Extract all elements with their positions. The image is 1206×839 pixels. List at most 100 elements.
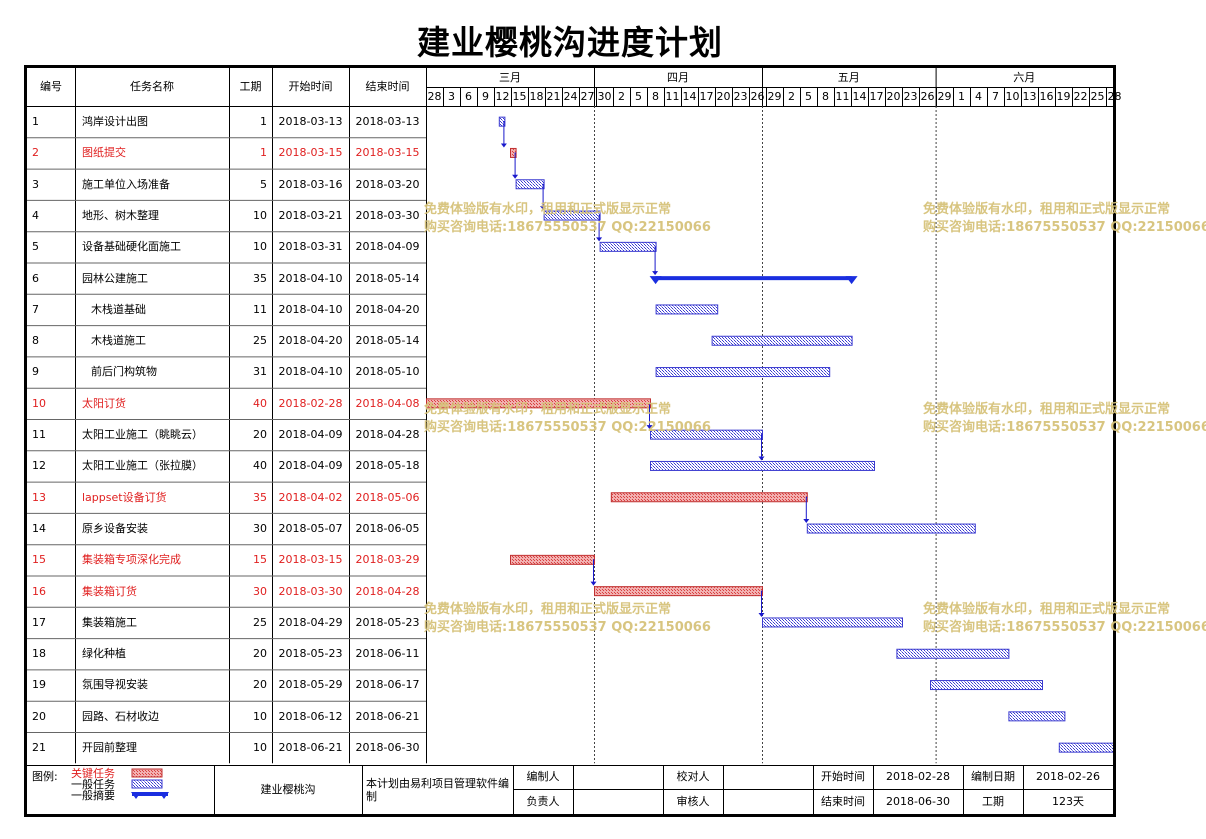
cell-start: 2018-06-12 <box>278 709 343 723</box>
cell-duration: 40 <box>253 396 267 410</box>
cell-end: 2018-05-14 <box>355 334 420 348</box>
watermark: 免费体验版有水印，租用和正式版显示正常 购买咨询电话:18675550537 Q… <box>923 601 1206 637</box>
day-tick-label: 20 <box>716 90 731 103</box>
task-bar <box>655 367 831 378</box>
cell-duration: 30 <box>253 584 267 598</box>
cell-name: 施工单位入场准备 <box>82 177 170 191</box>
day-tick-label: 4 <box>975 90 982 103</box>
cell-duration: 20 <box>253 647 267 661</box>
cell-duration: 10 <box>253 741 267 754</box>
cell-start: 2018-03-31 <box>278 240 343 254</box>
day-tick-label: 8 <box>822 90 829 103</box>
day-tick-label: 23 <box>733 90 748 103</box>
day-tick-label: 15 <box>512 90 527 103</box>
dependency-link <box>646 402 653 430</box>
dependency-link <box>500 121 507 148</box>
cell-end: 2018-06-30 <box>355 741 420 754</box>
month-label: 三月 <box>499 71 521 84</box>
watermark: 免费体验版有水印，租用和正式版显示正常 购买咨询电话:18675550537 Q… <box>923 401 1206 437</box>
checker-label: 校对人 <box>676 770 710 783</box>
watermark-line1: 免费体验版有水印，租用和正式版显示正常 <box>424 402 672 417</box>
month-label: 六月 <box>1013 71 1036 84</box>
task-bar <box>1058 742 1113 753</box>
month-label: 四月 <box>667 71 689 84</box>
legend-critical-label: 关键任务 <box>71 767 115 780</box>
day-tick-label: 17 <box>699 90 714 103</box>
legend-normal-swatch <box>131 779 163 789</box>
day-tick-label: 3 <box>448 90 455 103</box>
day-tick-label: 14 <box>852 90 867 103</box>
cell-id: 18 <box>32 647 46 661</box>
watermark: 免费体验版有水印，租用和正式版显示正常 购买咨询电话:18675550537 Q… <box>424 401 711 437</box>
cell-duration: 10 <box>253 208 267 222</box>
dependency-link <box>652 246 659 276</box>
watermark-line1: 免费体验版有水印，租用和正式版显示正常 <box>424 202 672 217</box>
day-tick-label: 24 <box>563 90 578 103</box>
cell-duration: 25 <box>253 334 267 348</box>
cell-name: 木栈道基础 <box>91 302 146 316</box>
day-tick-label: 2 <box>788 90 795 103</box>
watermark-line2: 购买咨询电话:18675550537 QQ:22150066 <box>424 620 711 635</box>
cell-id: 14 <box>32 521 46 535</box>
cell-name: 集装箱施工 <box>82 615 137 629</box>
cell-start: 2018-04-02 <box>278 490 343 504</box>
cell-end: 2018-03-15 <box>355 146 420 160</box>
duration-value: 123天 <box>1052 795 1084 808</box>
day-tick-label: 30 <box>597 90 612 103</box>
dependency-link <box>512 152 519 179</box>
cell-start: 2018-04-10 <box>278 302 343 316</box>
cell-start: 2018-03-15 <box>278 146 343 160</box>
day-tick-label: 16 <box>1039 90 1054 103</box>
cell-start: 2018-03-13 <box>278 115 343 128</box>
critical-task-bar <box>510 554 595 565</box>
day-tick-label: 19 <box>1056 90 1071 103</box>
day-tick-label: 5 <box>805 90 812 103</box>
cell-name: 鸿岸设计出图 <box>82 115 148 128</box>
column-header-end: 结束时间 <box>365 80 410 93</box>
day-tick-label: 5 <box>635 90 642 103</box>
cell-end: 2018-05-06 <box>355 490 420 504</box>
page-title: 建业樱桃沟进度计划 <box>417 23 723 62</box>
watermark-line1: 免费体验版有水印，租用和正式版显示正常 <box>923 202 1171 217</box>
watermark: 免费体验版有水印，租用和正式版显示正常 购买咨询电话:18675550537 Q… <box>923 201 1206 237</box>
day-tick-label: 7 <box>992 90 999 103</box>
legend-summary-label: 一般摘要 <box>71 789 115 802</box>
cell-duration: 5 <box>260 177 267 191</box>
day-tick-label: 28 <box>1107 90 1122 103</box>
cell-name: 园林公建施工 <box>82 271 148 285</box>
column-header-start: 开始时间 <box>288 80 333 93</box>
watermark-line2: 购买咨询电话:18675550537 QQ:22150066 <box>424 220 711 235</box>
cell-end: 2018-03-13 <box>355 115 420 128</box>
legend-swatches <box>131 768 169 799</box>
cell-name: 设备基础硬化面施工 <box>82 240 181 254</box>
cell-duration: 20 <box>253 678 267 692</box>
cell-id: 12 <box>32 459 46 473</box>
cell-duration: 10 <box>253 709 267 723</box>
cell-end: 2018-04-09 <box>355 240 420 254</box>
day-tick-label: 26 <box>920 90 935 103</box>
dependency-link <box>758 434 765 461</box>
cell-end: 2018-04-20 <box>355 302 420 316</box>
dependency-link <box>596 215 603 242</box>
project-name: 建业樱桃沟 <box>260 783 316 796</box>
reviewer-label: 审核人 <box>676 795 710 808</box>
day-tick-label: 2 <box>618 90 625 103</box>
day-tick-label: 28 <box>427 90 442 103</box>
cell-start: 2018-03-15 <box>278 553 343 567</box>
cell-id: 7 <box>32 302 39 316</box>
day-tick-label: 1 <box>958 90 965 103</box>
task-bar <box>515 179 545 190</box>
day-tick-label: 13 <box>1022 90 1037 103</box>
task-bar <box>599 241 657 252</box>
cell-start: 2018-04-09 <box>278 459 343 473</box>
cell-start: 2018-03-16 <box>278 177 343 191</box>
legend-normal-label: 一般任务 <box>71 778 115 791</box>
start-label: 开始时间 <box>821 770 865 783</box>
task-bar <box>930 680 1043 691</box>
cell-duration: 31 <box>253 365 267 379</box>
cell-id: 21 <box>32 741 46 754</box>
cell-end: 2018-04-28 <box>355 428 420 441</box>
cell-start: 2018-05-23 <box>278 647 343 661</box>
cell-end: 2018-03-29 <box>355 553 420 567</box>
